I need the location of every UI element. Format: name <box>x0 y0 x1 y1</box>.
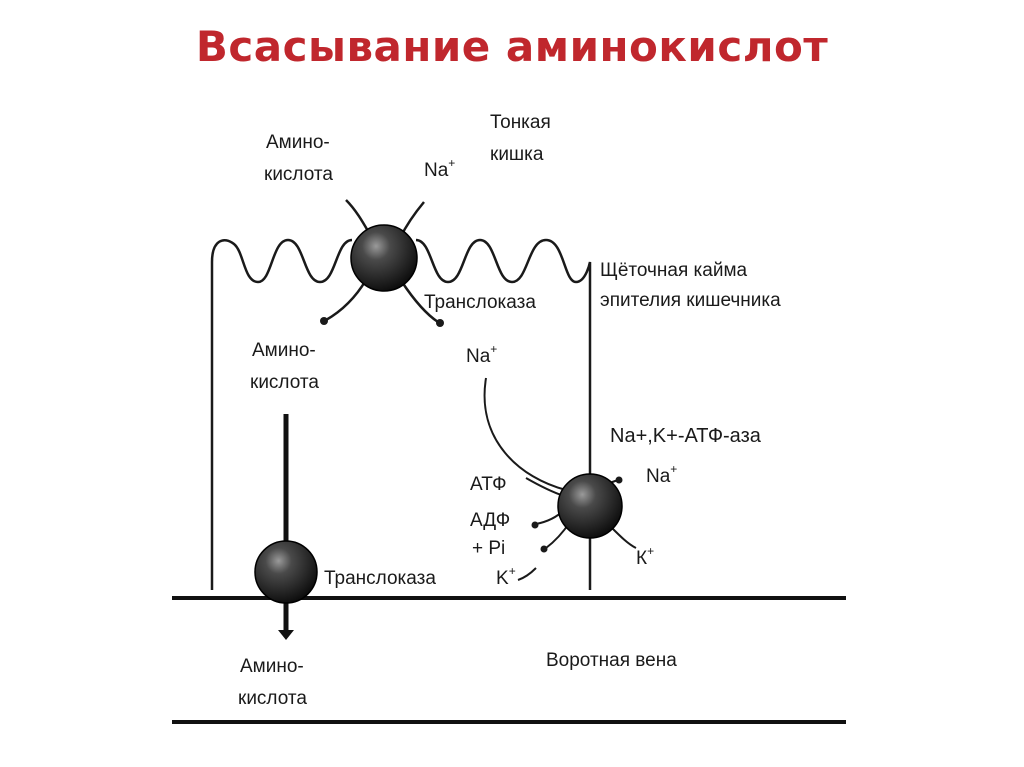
aa-cell-label-2: кислота <box>250 372 319 393</box>
translocase-top-label: Транслоказа <box>424 292 536 313</box>
small-intestine-label-1: Тонкая <box>490 112 551 133</box>
portal-vein-label: Воротная вена <box>546 650 677 671</box>
na-k-atpase-ball <box>557 473 623 539</box>
k-bottom-label: K+ <box>496 564 516 589</box>
aa-lumen-label-2: кислота <box>264 164 333 185</box>
na-k-atpase-label: Na+,K+-АТФ-аза <box>610 425 762 447</box>
k-in-line <box>611 527 637 549</box>
epithelial-cell-outline <box>210 238 592 590</box>
atp-label: АТФ <box>470 474 507 495</box>
k-right-label: К+ <box>636 544 654 569</box>
na-cell-label: Na+ <box>466 342 497 367</box>
bottom-translocase-ball <box>254 540 318 604</box>
adp-label: АДФ <box>470 510 510 531</box>
aa-lumen-label-1: Амино- <box>266 132 330 153</box>
na-release-curve <box>400 281 439 324</box>
aa-release-dot <box>320 317 328 325</box>
aa-cell-label-1: Амино- <box>252 340 316 361</box>
pi-label: + Pi <box>472 538 505 559</box>
na-out-dot <box>615 476 623 484</box>
top-translocase-ball <box>350 224 418 292</box>
slide-title: Всасывание аминокислот <box>195 22 829 71</box>
aa-blood-label-2: кислота <box>238 688 307 709</box>
aa-blood-label-1: Амино- <box>240 656 304 677</box>
translocase-bottom-label: Транслоказа <box>324 568 436 589</box>
brush-border-label-1: Щёточная кайма <box>600 260 748 281</box>
na-to-pump-curve <box>483 377 567 491</box>
brush-border-label-2: эпителия кишечника <box>600 290 781 311</box>
na-lumen-label: Na+ <box>424 156 455 181</box>
small-intestine-label-2: кишка <box>490 144 544 165</box>
na-release-dot <box>436 319 444 327</box>
pi-dot <box>540 545 548 553</box>
aa-release-curve <box>325 279 368 322</box>
aa-transport-arrowhead <box>278 630 294 640</box>
k-bottom-curve <box>517 567 537 581</box>
adp-dot <box>531 521 539 529</box>
na-right-label: Na+ <box>646 462 677 487</box>
